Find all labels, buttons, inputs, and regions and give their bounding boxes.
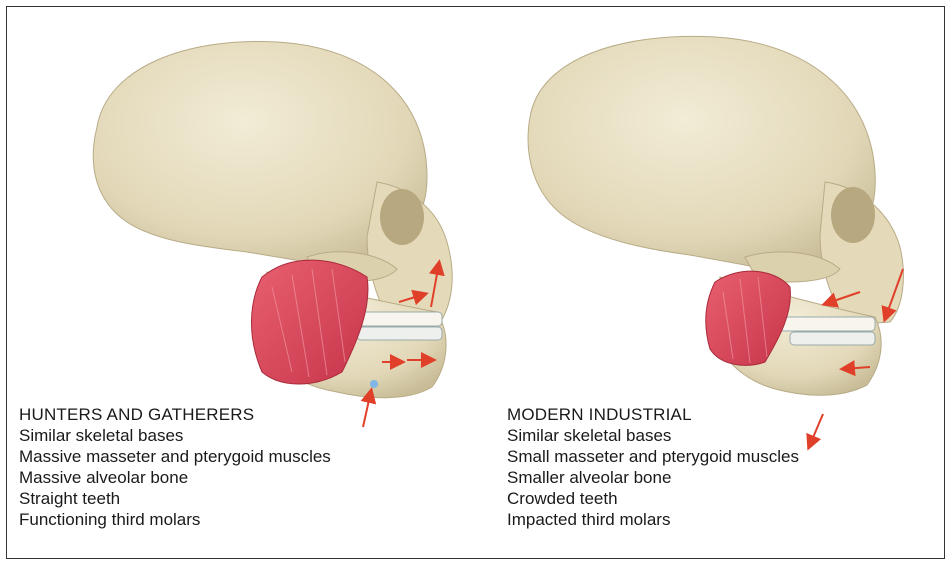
caption-line: Smaller alveolar bone (507, 467, 799, 488)
chin-marker (370, 380, 378, 388)
orbit (380, 189, 424, 245)
upper-teeth (780, 317, 875, 331)
caption-line: Crowded teeth (507, 488, 799, 509)
caption-line: Straight teeth (19, 488, 331, 509)
upper-teeth (357, 312, 442, 326)
figure-frame: HUNTERS AND GATHERERS Similar skeletal b… (6, 6, 945, 559)
orbit (831, 187, 875, 243)
hunter-gatherer-panel: HUNTERS AND GATHERERS Similar skeletal b… (7, 7, 475, 558)
lower-teeth (357, 327, 442, 340)
caption-line: Similar skeletal bases (19, 425, 331, 446)
caption-line: Similar skeletal bases (507, 425, 799, 446)
modern-industrial-panel: MODERN INDUSTRIAL Similar skeletal bases… (475, 7, 944, 558)
lower-teeth (790, 332, 875, 345)
modern-industrial-title: MODERN INDUSTRIAL (507, 404, 799, 425)
modern-industrial-caption: MODERN INDUSTRIAL Similar skeletal bases… (507, 404, 799, 530)
caption-line: Small masseter and pterygoid muscles (507, 446, 799, 467)
caption-line: Massive alveolar bone (19, 467, 331, 488)
caption-line: Functioning third molars (19, 509, 331, 530)
hunter-gatherer-caption: HUNTERS AND GATHERERS Similar skeletal b… (19, 404, 331, 530)
hunter-gatherer-title: HUNTERS AND GATHERERS (19, 404, 331, 425)
caption-line: Impacted third molars (507, 509, 799, 530)
caption-line: Massive masseter and pterygoid muscles (19, 446, 331, 467)
